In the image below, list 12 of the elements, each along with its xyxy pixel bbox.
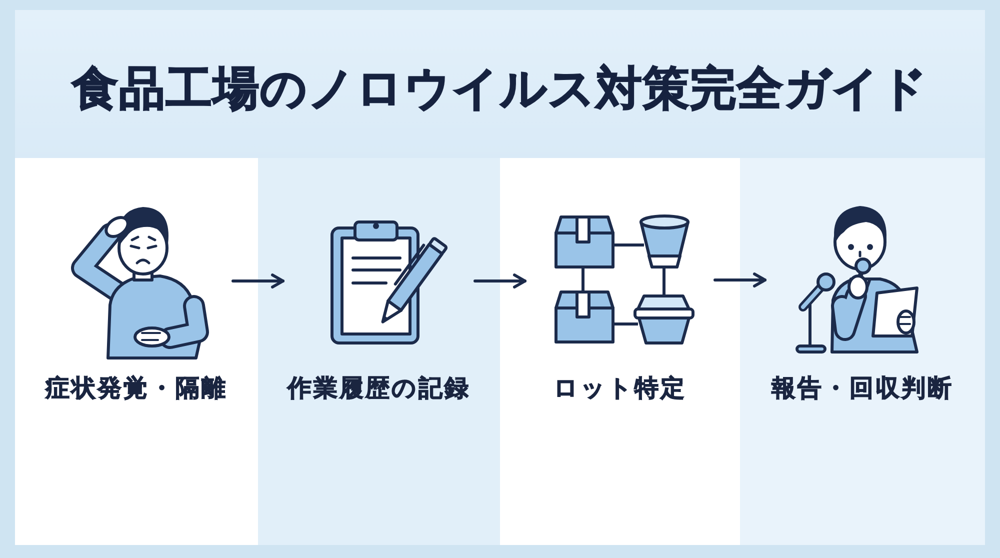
arrow — [714, 272, 766, 288]
step-label: 症状発覚・隔離 — [46, 376, 228, 400]
step-panel — [15, 158, 258, 545]
step-panel — [740, 158, 985, 545]
step-label: 作業履歴の記録 — [288, 376, 470, 400]
step-panel — [500, 158, 740, 545]
step-label: 報告・回収判断 — [772, 376, 954, 400]
title: 食品工場のノロウイルス対策完全ガイド — [72, 65, 928, 111]
step-panel — [258, 158, 500, 545]
arrow — [232, 274, 284, 288]
step-label: ロット特定 — [554, 376, 686, 400]
arrow — [474, 274, 526, 288]
